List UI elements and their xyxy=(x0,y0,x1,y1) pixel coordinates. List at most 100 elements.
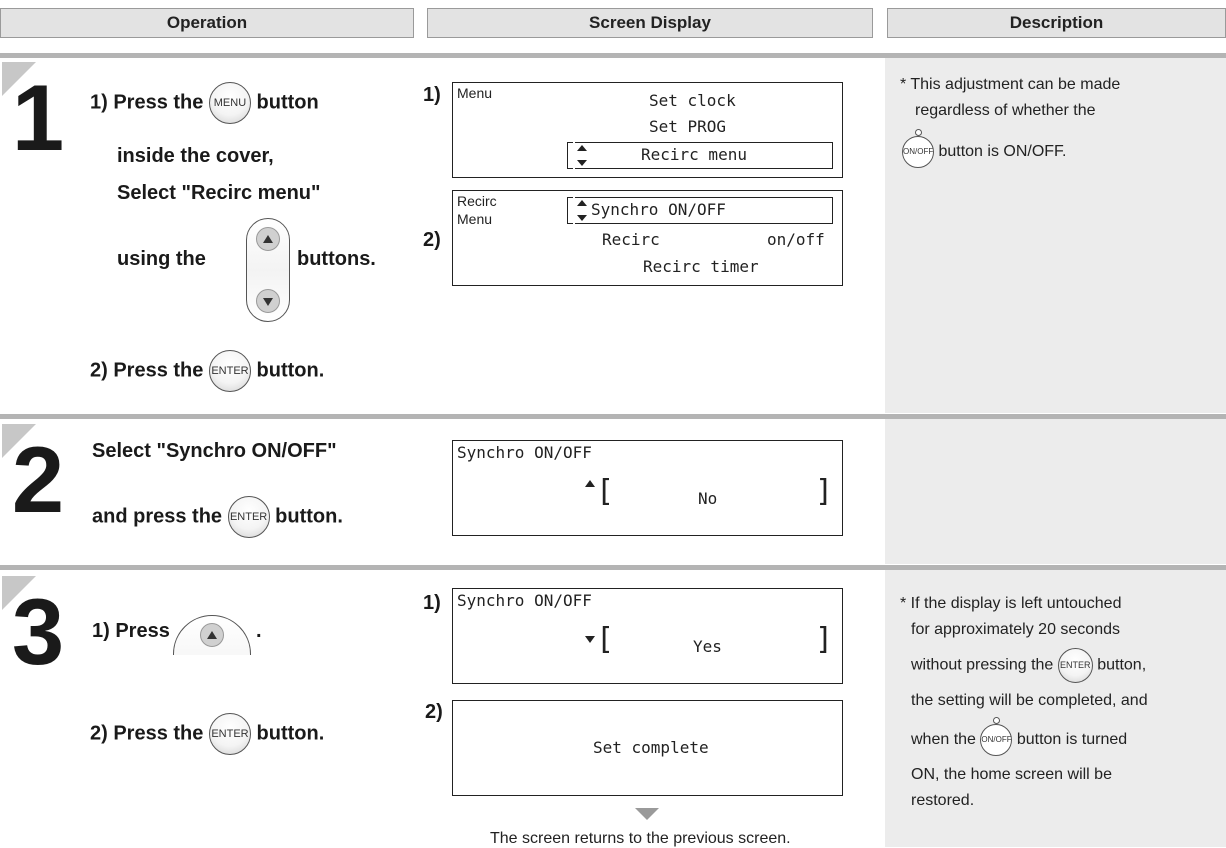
desc-bg-step1 xyxy=(885,58,1226,413)
step-wedge xyxy=(2,424,36,458)
op-text: 1) Press xyxy=(92,620,170,642)
desc-text: button is ON/OFF. xyxy=(938,143,1067,161)
lcd-recirc-menu: Recirc Menu Synchro ON/OFF Recirc on/off… xyxy=(452,190,843,286)
lcd-item-selected: Recirc menu xyxy=(641,145,747,164)
header-operation: Operation xyxy=(0,8,414,38)
step1-op-line4-pre: using the xyxy=(117,248,206,270)
up-button[interactable] xyxy=(173,615,253,655)
step-number-text: 1 xyxy=(11,65,65,170)
header-screen-display: Screen Display xyxy=(427,8,873,38)
up-arrow-icon[interactable] xyxy=(200,623,224,647)
desc-text: button, xyxy=(1097,656,1147,674)
down-arrow-icon[interactable] xyxy=(256,289,280,313)
op-text: 1) Press the xyxy=(90,91,204,114)
right-bracket: ] xyxy=(815,622,834,657)
step-wedge xyxy=(2,576,36,610)
desc-bg-step3 xyxy=(885,570,1226,847)
on-off-button[interactable]: ON/OFF xyxy=(980,717,1013,756)
lcd-title: Recirc xyxy=(457,193,497,209)
lcd-item: Recirc timer xyxy=(643,257,759,276)
lcd-set-complete: Set complete xyxy=(452,700,843,796)
step3-desc-line1: * If the display is left untouched xyxy=(900,595,1122,612)
lcd-item-selected: Synchro ON/OFF xyxy=(591,200,726,219)
step3-desc-line7: restored. xyxy=(911,792,975,809)
screen-label: 1) xyxy=(423,84,441,106)
left-bracket: [ xyxy=(596,474,615,509)
separator-3 xyxy=(0,565,1226,570)
op-text: 2) Press the xyxy=(90,359,204,382)
left-bracket: [ xyxy=(596,622,615,657)
lcd-value: No xyxy=(698,489,718,508)
step3-desc-line5: when the ON/OFF button is turned xyxy=(911,717,1128,756)
bracket-icon xyxy=(567,197,573,224)
enter-button[interactable]: ENTER xyxy=(208,350,251,392)
step1-desc-line1: * This adjustment can be made xyxy=(900,76,1121,93)
lcd-item: Recirc xyxy=(602,230,660,249)
enter-button[interactable]: ENTER xyxy=(1057,648,1093,683)
op-text: button xyxy=(256,91,319,114)
down-triangle-icon xyxy=(635,808,659,820)
separator-2 xyxy=(0,414,1226,419)
lcd-title: Synchro ON/OFF xyxy=(457,443,592,462)
lcd-title: Synchro ON/OFF xyxy=(457,591,592,610)
lcd-selection-box xyxy=(575,197,833,224)
desc-text: when the xyxy=(911,731,976,749)
step3-desc-line2: for approximately 20 seconds xyxy=(911,621,1120,638)
step3-op-line1-post: . xyxy=(256,620,262,642)
return-note: The screen returns to the previous scree… xyxy=(490,830,791,847)
step-number-1: 1 xyxy=(2,62,68,170)
desc-bg-step2 xyxy=(885,419,1226,564)
desc-text: without pressing the xyxy=(911,656,1054,674)
lcd-synchro-yes: Synchro ON/OFF [ Yes ] xyxy=(452,588,843,684)
step-number-text: 2 xyxy=(11,427,65,532)
header-description: Description xyxy=(887,8,1226,38)
screen-label: 1) xyxy=(423,592,441,614)
down-indicator-icon xyxy=(585,636,595,643)
lcd-item: on/off xyxy=(767,230,825,249)
step1-op-line5: 2) Press the ENTER button. xyxy=(90,350,324,392)
op-text: button. xyxy=(256,722,325,745)
lcd-title: Menu xyxy=(457,211,493,227)
screen-label: 2) xyxy=(425,701,443,723)
step1-op-line3: Select "Recirc menu" xyxy=(117,182,321,204)
step3-desc-line4: the setting will be completed, and xyxy=(911,692,1148,709)
op-text: button. xyxy=(256,359,325,382)
step1-desc-line2: regardless of whether the xyxy=(915,102,1096,119)
step-number-text: 3 xyxy=(11,579,65,684)
lcd-synchro-no: Synchro ON/OFF [ No ] xyxy=(452,440,843,536)
up-down-indicator-icon xyxy=(577,145,587,166)
step2-op-line1: Select "Synchro ON/OFF" xyxy=(92,440,337,462)
step2-op-line2: and press the ENTER button. xyxy=(92,496,343,538)
step1-desc-line3: ON/OFF button is ON/OFF. xyxy=(902,129,1067,168)
step1-op-line1: 1) Press the MENU button xyxy=(90,82,319,124)
step3-op-line2: 2) Press the ENTER button. xyxy=(90,713,324,755)
up-arrow-icon[interactable] xyxy=(256,227,280,251)
menu-button[interactable]: MENU xyxy=(208,82,251,124)
desc-text: button is turned xyxy=(1016,731,1128,749)
step1-op-line2: inside the cover, xyxy=(117,145,274,167)
step3-desc-line6: ON, the home screen will be xyxy=(911,766,1112,783)
up-down-buttons[interactable] xyxy=(246,218,290,322)
right-bracket: ] xyxy=(815,474,834,509)
step1-op-line4-post: buttons. xyxy=(297,248,376,270)
step-wedge xyxy=(2,62,36,96)
op-text: 2) Press the xyxy=(90,722,204,745)
enter-button[interactable]: ENTER xyxy=(208,713,251,755)
lcd-selection-box xyxy=(575,142,833,169)
lcd-message: Set complete xyxy=(593,738,709,757)
enter-button[interactable]: ENTER xyxy=(227,496,270,538)
up-down-indicator-icon xyxy=(577,200,587,221)
screen-label: 2) xyxy=(423,229,441,251)
op-text: button. xyxy=(275,505,343,528)
step3-op-line1: 1) Press xyxy=(92,620,170,643)
up-indicator-icon xyxy=(585,480,595,487)
step-number-2: 2 xyxy=(2,424,68,532)
op-text: and press the xyxy=(92,505,223,528)
bracket-icon xyxy=(567,142,573,169)
separator-1 xyxy=(0,53,1226,58)
on-off-button[interactable]: ON/OFF xyxy=(902,129,934,168)
lcd-value: Yes xyxy=(693,637,722,656)
step3-desc-line3: without pressing the ENTER button, xyxy=(911,648,1146,683)
lcd-title: Menu xyxy=(457,85,493,101)
lcd-item: Set clock xyxy=(649,91,736,110)
